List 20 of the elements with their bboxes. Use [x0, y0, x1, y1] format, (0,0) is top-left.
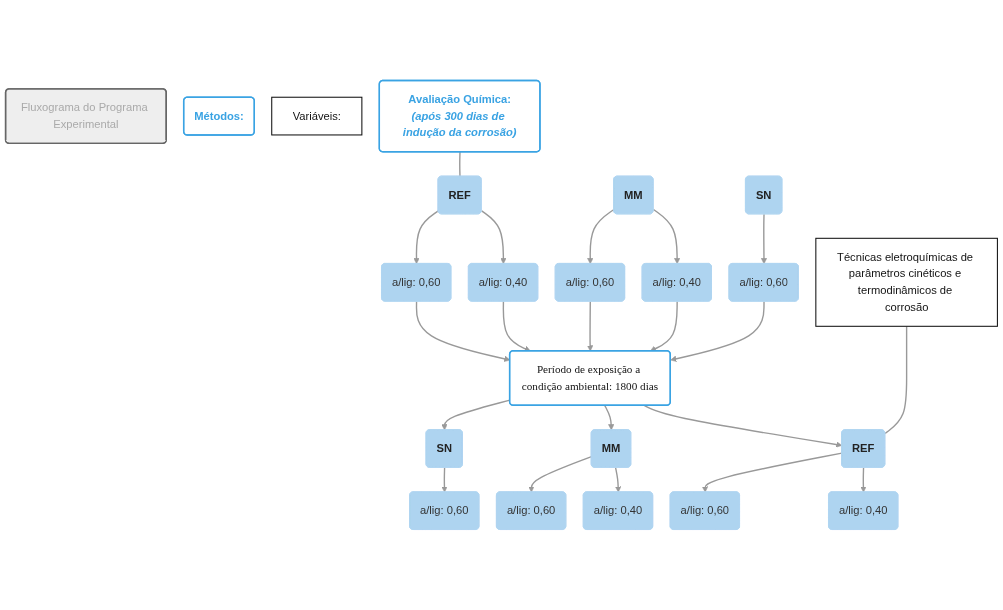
arrow	[413, 210, 440, 265]
arrow	[480, 210, 507, 265]
arrow	[652, 208, 681, 265]
arrow	[760, 213, 768, 265]
node-box: Variáveis:	[271, 96, 363, 136]
arrow	[614, 467, 622, 493]
arrow	[649, 300, 678, 352]
arrow	[604, 404, 615, 431]
connector	[884, 325, 908, 435]
arrow	[643, 404, 843, 448]
arrow	[441, 467, 448, 493]
arrow	[502, 300, 531, 352]
arrow	[701, 452, 843, 493]
arrow	[587, 300, 594, 352]
node-box: Técnicas eletroquímicas de parâmetros cinéticos e termodinâmicos de corrosão	[815, 237, 998, 327]
connector	[459, 151, 461, 178]
arrow	[860, 467, 867, 493]
arrow	[670, 300, 765, 362]
arrow	[587, 208, 615, 265]
arrow	[528, 455, 593, 493]
